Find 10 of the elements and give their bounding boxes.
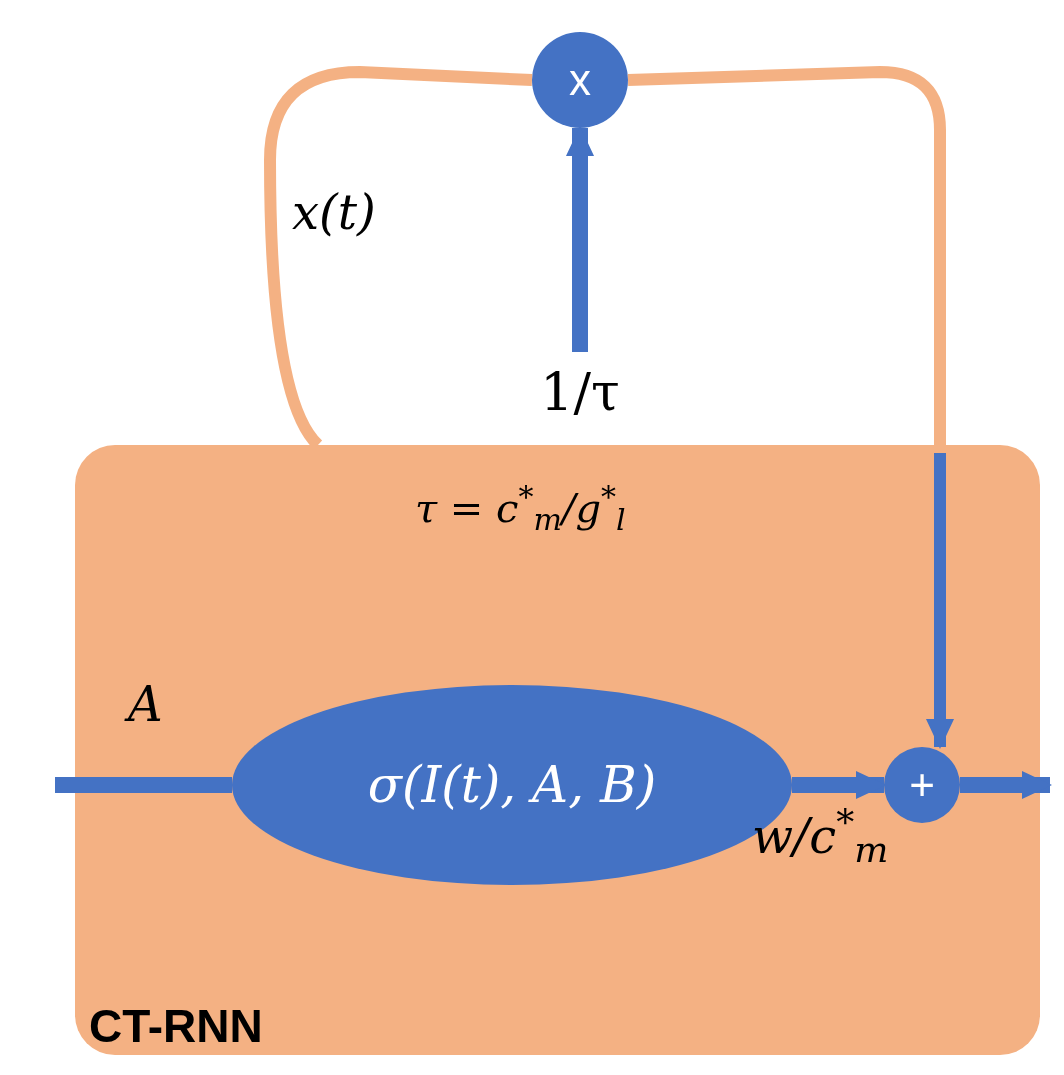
multiply-circle: x	[532, 32, 628, 128]
rate-text: 1/τ	[505, 352, 655, 432]
connector-arrow	[627, 66, 954, 749]
connector-arrow	[792, 771, 886, 799]
edge-label: x(t)	[292, 188, 376, 236]
connector-arrow	[566, 126, 594, 352]
module-box	[75, 445, 1040, 1055]
module-title: CT-RNN	[89, 1003, 263, 1049]
sum-circle: +	[884, 747, 960, 823]
connector-arrow	[960, 771, 1052, 799]
